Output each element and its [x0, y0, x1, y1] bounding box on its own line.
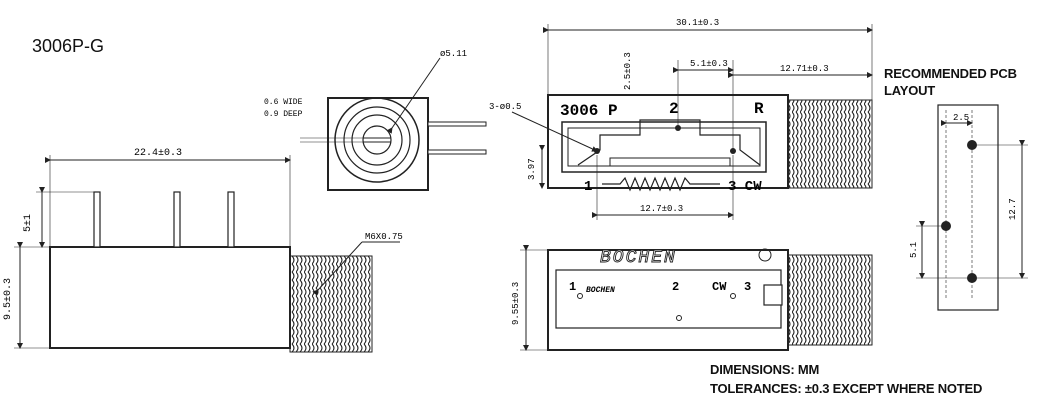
- end-outer-ring: [334, 97, 420, 183]
- slot-depth-label: 0.9 DEEP: [264, 110, 303, 119]
- thread-leader: [312, 241, 363, 296]
- side-pin-1: [93, 191, 101, 248]
- model-label: 3006 P: [560, 102, 618, 120]
- diameter-leader: [386, 57, 441, 134]
- bottom-brand-small: BOCHEN: [586, 286, 615, 295]
- holes-label: 3-ø0.5: [489, 102, 521, 112]
- part-number-title: 3006P-G: [32, 36, 105, 56]
- pin2-label: 2: [669, 100, 679, 118]
- dim-overall-label: 30.1±0.3: [676, 18, 719, 28]
- units-note: DIMENSIONS: MM: [710, 362, 820, 377]
- resistor-symbol: [602, 176, 720, 192]
- dim-threadlen-label: 12.71±0.3: [780, 64, 829, 74]
- side-thread: [289, 255, 373, 353]
- top-thread: [787, 99, 873, 189]
- bottom-thread: [787, 254, 873, 346]
- slot-width-label: 0.6 WIDE: [264, 98, 303, 107]
- dim-bottom-height-label: 9.55±0.3: [511, 282, 521, 325]
- tolerance-note: TOLERANCES: ±0.3 EXCEPT WHERE NOTED: [710, 381, 983, 396]
- bottom-pin2-label: 2: [672, 280, 679, 294]
- bottom-cw-label: CW: [712, 280, 727, 294]
- pcb-layout-heading-line2: LAYOUT: [884, 83, 936, 98]
- pin1-label: 1: [584, 179, 592, 195]
- diameter-label: ø5.11: [440, 49, 467, 59]
- end-pin-lower: [427, 149, 487, 155]
- pcb-layout-heading-line1: RECOMMENDED PCB: [884, 66, 1017, 81]
- dim-offset-label: 2.5±0.3: [623, 52, 633, 90]
- end-body: [327, 97, 429, 191]
- holes-leader: [511, 111, 598, 152]
- bottom-view: BOCHEN 1 BOCHEN 2 CW 3 9.55±0.3: [511, 245, 873, 351]
- end-view: 0.6 WIDE 0.9 DEEP ø5.11: [264, 49, 487, 191]
- pin3cw-label: 3 CW: [728, 179, 762, 195]
- bottom-body: [547, 249, 789, 351]
- brand-logo: BOCHEN: [600, 248, 677, 268]
- dim-pitch-label: 5.1±0.3: [690, 59, 728, 69]
- bottom-pin1-label: 1: [569, 280, 576, 294]
- pcb-dim-offset-label: 5.1: [909, 242, 919, 258]
- dim-span-label: 12.7±0.3: [640, 204, 683, 214]
- pcb-layout: 2.5 12.7 5.1: [909, 104, 1028, 311]
- end-adjust-screw: [362, 125, 392, 155]
- pcb-dim-pitch-label: 2.5: [953, 113, 969, 123]
- wiper-contact: [577, 119, 761, 166]
- side-view: 22.4±0.3 5±1 9.5±0.3 M6X0.75: [3, 148, 403, 353]
- side-pin-2: [173, 191, 181, 248]
- dim-height-label: 9.5±0.3: [3, 278, 14, 320]
- thread-label: M6X0.75: [365, 232, 403, 242]
- side-body: [49, 246, 291, 349]
- end-pin-upper: [427, 121, 487, 127]
- pcb-dim-span-label: 12.7: [1008, 198, 1018, 220]
- dim-pin-label: 5±1: [23, 214, 34, 232]
- r-label: R: [754, 100, 764, 118]
- dim-length-label: 22.4±0.3: [134, 148, 182, 159]
- bottom-pin3-label: 3: [744, 280, 751, 294]
- top-view: 3006 P 2 R 1 3 CW 30.1±0.3 5.1±0.3 12.71…: [489, 18, 873, 220]
- dim-depth-label: 3.97: [527, 158, 537, 180]
- side-pin-3: [227, 191, 235, 248]
